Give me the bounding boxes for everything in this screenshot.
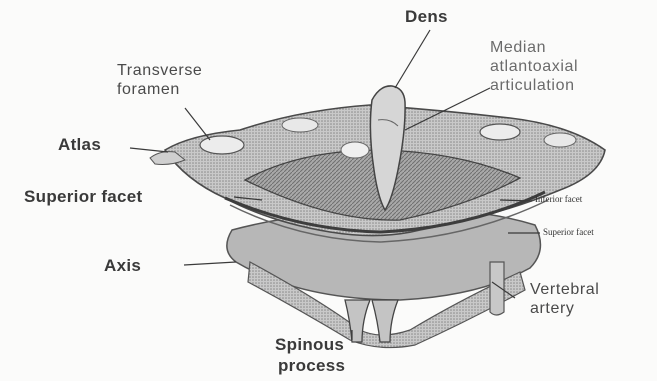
label-superior-facet: Superior facet: [24, 188, 143, 206]
label-transverse-line2: foramen: [117, 82, 180, 99]
label-median-line2: atlantoaxial: [490, 59, 578, 76]
label-vertebral-line2: artery: [530, 301, 575, 318]
label-spinous-line1: Spinous: [275, 336, 344, 354]
label-inferior-facet-small: Inferior facet: [535, 195, 582, 204]
label-atlas: Atlas: [58, 136, 101, 154]
leader-transverse: [185, 108, 210, 140]
label-dens: Dens: [405, 8, 448, 26]
leader-dens: [395, 30, 430, 88]
leader-atlas: [130, 148, 168, 152]
label-axis: Axis: [104, 257, 141, 275]
transverse-foramen-right: [480, 124, 520, 140]
label-vertebral-line1: Vertebral: [530, 282, 599, 299]
transverse-foramen-left: [200, 136, 244, 154]
label-median-line3: articulation: [490, 78, 575, 95]
label-superior-facet-small: Superior facet: [543, 228, 594, 237]
leader-axis: [184, 262, 236, 265]
label-spinous-line2: process: [278, 357, 345, 375]
label-transverse-line1: Transverse: [117, 63, 202, 80]
label-median-line1: Median: [490, 40, 546, 57]
